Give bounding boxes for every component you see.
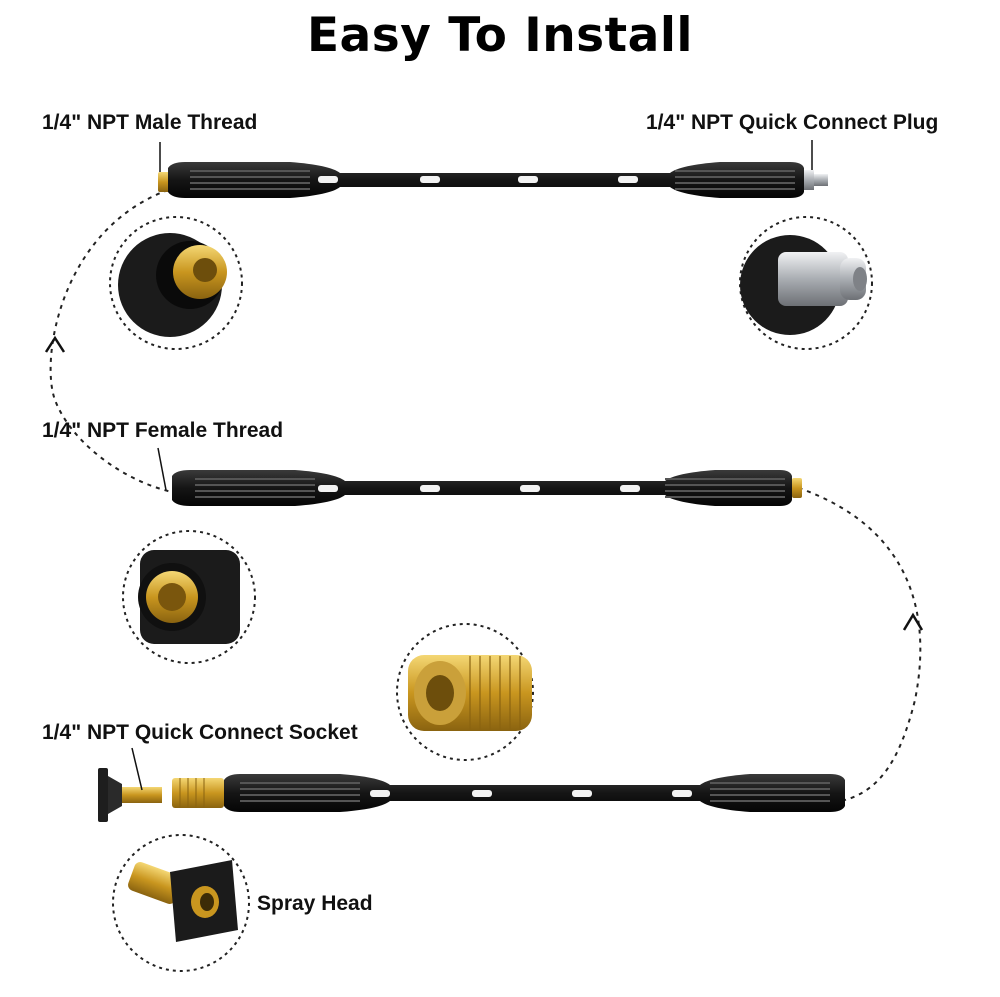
dash-path-right bbox=[789, 484, 922, 801]
quick-connect-socket-fitting bbox=[172, 778, 224, 808]
male-thread-end bbox=[792, 478, 802, 498]
spray-nozzle-tip bbox=[98, 768, 108, 822]
quick-connect-plug-fitting bbox=[804, 170, 828, 190]
dash-path-left bbox=[49, 189, 173, 493]
label-quick-connect-socket: 1/4" NPT Quick Connect Socket bbox=[42, 721, 358, 744]
detail-quick-connect-socket bbox=[396, 623, 534, 761]
wand-middle bbox=[157, 447, 802, 506]
direction-arrow-up bbox=[44, 335, 66, 353]
label-quick-connect-plug: 1/4" NPT Quick Connect Plug bbox=[646, 111, 939, 134]
connection-dashes bbox=[49, 189, 922, 801]
direction-arrow-up-right bbox=[902, 612, 924, 631]
label-male-thread: 1/4" NPT Male Thread bbox=[42, 111, 258, 134]
detail-female-thread bbox=[122, 530, 256, 664]
wand-bottom bbox=[98, 747, 845, 822]
detail-quick-connect-plug bbox=[739, 216, 873, 350]
wand-top bbox=[158, 140, 828, 198]
label-spray-head: Spray Head bbox=[257, 892, 373, 915]
male-thread-fitting bbox=[158, 172, 170, 192]
detail-male-thread bbox=[109, 216, 243, 350]
page-title: Easy To Install bbox=[306, 8, 694, 63]
detail-spray-head bbox=[112, 834, 250, 972]
label-female-thread: 1/4" NPT Female Thread bbox=[42, 419, 284, 442]
